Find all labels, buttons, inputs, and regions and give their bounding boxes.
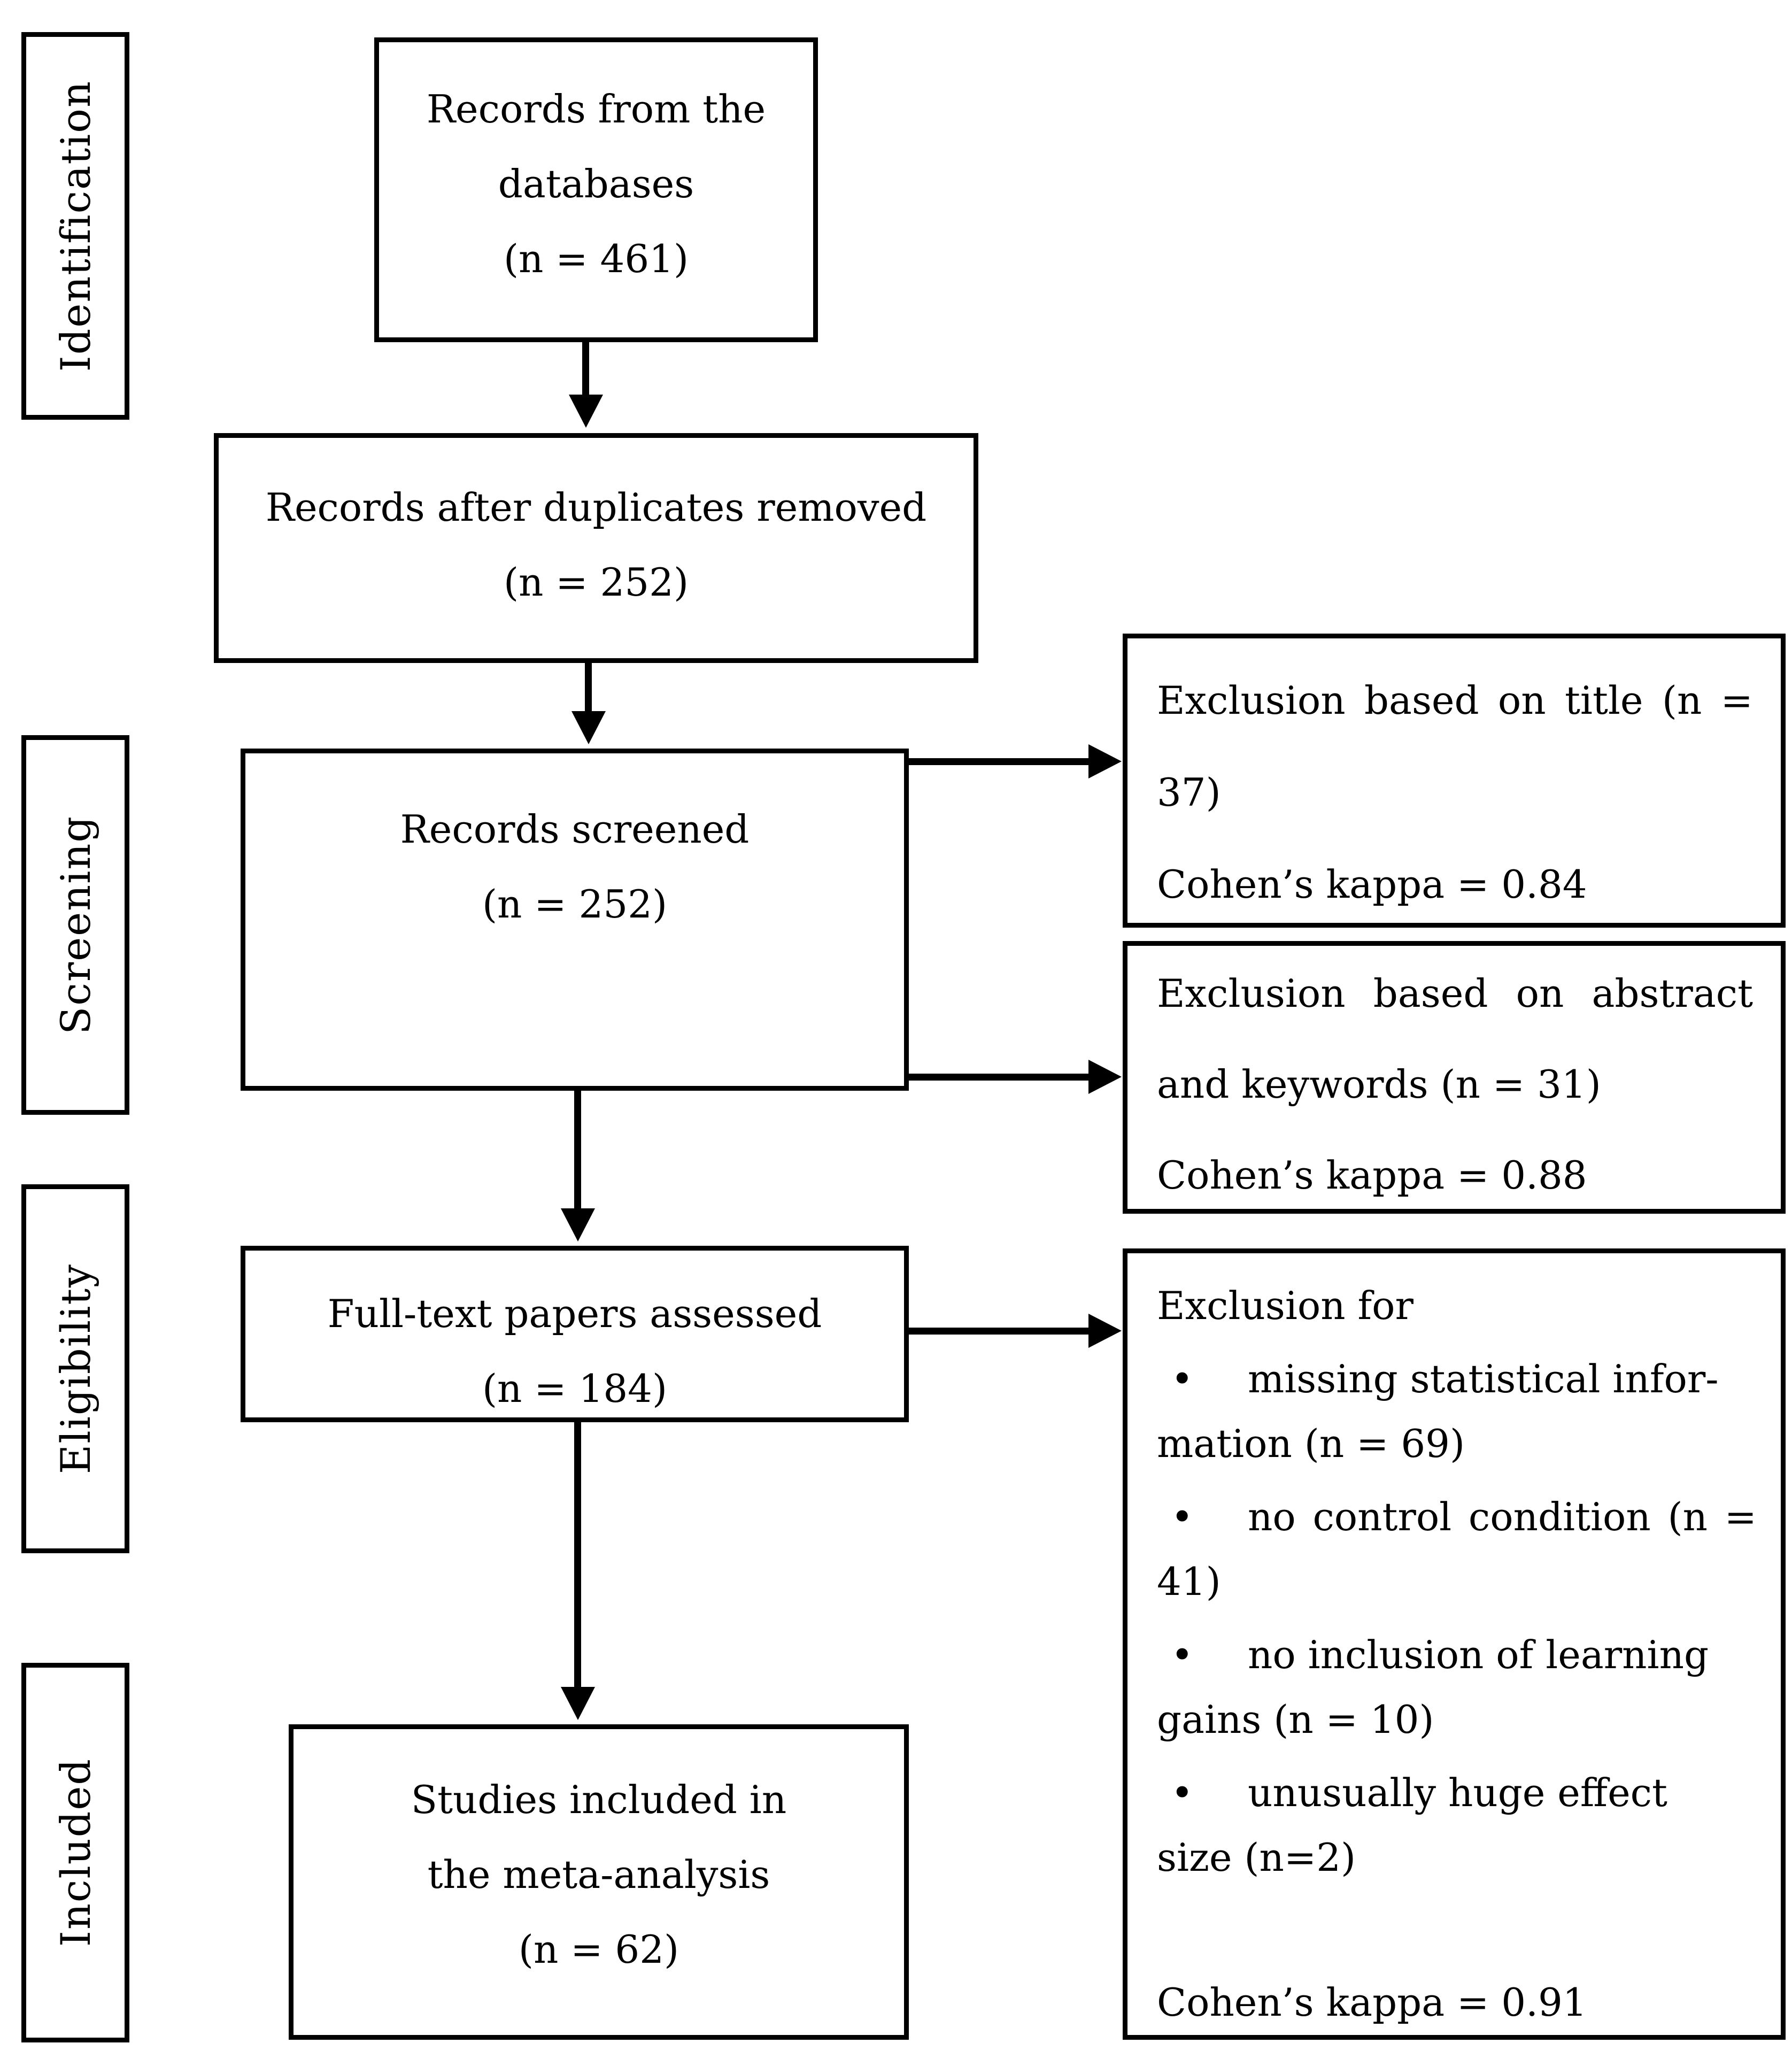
stage-label-identification: Identification bbox=[51, 80, 99, 372]
flow-box-line: Records from the bbox=[426, 87, 766, 132]
stage-box-identification: Identification bbox=[21, 32, 129, 420]
arrow-screened-to-fulltext-stem bbox=[574, 1090, 581, 1210]
exclusion-bullet-item: • missing statistical infor- bbox=[1157, 1347, 1757, 1412]
arrow-right-icon bbox=[1088, 744, 1122, 778]
arrow-down-icon bbox=[571, 711, 606, 744]
exclusion-line: Exclusion based on abstract bbox=[1157, 971, 1753, 1016]
bullet-icon: • bbox=[1171, 1494, 1194, 1539]
arrow-screened-to-exclusion-title-stem bbox=[906, 758, 1091, 765]
bullet-icon: • bbox=[1171, 1632, 1194, 1677]
bullet-text-continuation: mation (n = 69) bbox=[1157, 1421, 1465, 1466]
exclusion-box-full-text: Exclusion for • missing statistical info… bbox=[1123, 1248, 1786, 2040]
arrow-down-icon bbox=[561, 1687, 595, 1720]
arrow-records-to-duplicates-stem bbox=[582, 340, 589, 396]
bullet-text-continuation: gains (n = 10) bbox=[1157, 1697, 1434, 1742]
stage-box-included: Included bbox=[21, 1663, 129, 2042]
flow-box-records-from-databases: Records from the databases (n = 461) bbox=[374, 37, 818, 342]
exclusion-heading: Exclusion for bbox=[1157, 1283, 1413, 1328]
arrow-down-icon bbox=[561, 1208, 595, 1242]
arrow-right-icon bbox=[1088, 1314, 1122, 1348]
flow-box-full-text-papers-assessed: Full-text papers assessed (n = 184) bbox=[241, 1246, 909, 1422]
flow-box-count: (n = 252) bbox=[482, 882, 668, 927]
arrow-screened-to-exclusion-abstract-stem bbox=[906, 1074, 1091, 1081]
arrow-duplicates-to-screened-stem bbox=[585, 662, 592, 713]
stage-label-screening: Screening bbox=[51, 815, 99, 1035]
flow-box-line: databases bbox=[498, 161, 694, 206]
stage-box-eligibility: Eligibility bbox=[21, 1184, 129, 1553]
flow-box-line: Studies included in bbox=[411, 1777, 787, 1822]
flow-box-line: Full-text papers assessed bbox=[327, 1291, 822, 1336]
bullet-text-continuation: size (n=2) bbox=[1157, 1835, 1356, 1880]
arrow-right-icon bbox=[1088, 1060, 1122, 1094]
flow-box-count: (n = 62) bbox=[518, 1927, 679, 1972]
bullet-icon: • bbox=[1171, 1770, 1194, 1815]
exclusion-kappa: Cohen’s kappa = 0.91 bbox=[1157, 1980, 1587, 2025]
arrow-fulltext-to-included-stem bbox=[574, 1421, 581, 1688]
exclusion-bullet-item: • no control condition (n = bbox=[1157, 1485, 1757, 1549]
flow-box-count: (n = 252) bbox=[503, 560, 689, 605]
exclusion-line: and keywords (n = 31) bbox=[1157, 1062, 1601, 1107]
bullet-text: no inclusion of learning bbox=[1248, 1632, 1709, 1677]
exclusion-bullet-item: • unusually huge effect bbox=[1157, 1761, 1757, 1825]
arrow-down-icon bbox=[569, 395, 603, 428]
bullet-text: no control condition (n = bbox=[1248, 1494, 1757, 1539]
stage-label-eligibility: Eligibility bbox=[51, 1263, 99, 1475]
flow-box-line: Records screened bbox=[400, 807, 750, 852]
flow-box-records-screened: Records screened (n = 252) bbox=[241, 749, 909, 1091]
flow-box-count: (n = 184) bbox=[482, 1366, 668, 1411]
exclusion-kappa: Cohen’s kappa = 0.88 bbox=[1157, 1153, 1587, 1198]
exclusion-line: 37) bbox=[1157, 770, 1221, 815]
bullet-text: unusually huge effect bbox=[1248, 1770, 1667, 1815]
flow-box-line: the meta-analysis bbox=[427, 1852, 770, 1897]
flow-box-count: (n = 461) bbox=[503, 236, 689, 281]
arrow-fulltext-to-exclusion-stem bbox=[906, 1328, 1091, 1335]
stage-label-included: Included bbox=[51, 1758, 99, 1947]
exclusion-line: Exclusion based on title (n = bbox=[1157, 678, 1753, 723]
exclusion-bullet-item: • no inclusion of learning bbox=[1157, 1623, 1757, 1687]
bullet-icon: • bbox=[1171, 1356, 1194, 1401]
exclusion-box-abstract-keywords: Exclusion based on abstract and keywords… bbox=[1123, 941, 1786, 1214]
stage-box-screening: Screening bbox=[21, 735, 129, 1115]
bullet-text-continuation: 41) bbox=[1157, 1559, 1221, 1604]
exclusion-kappa: Cohen’s kappa = 0.84 bbox=[1157, 862, 1587, 907]
flow-box-records-after-duplicates-removed: Records after duplicates removed (n = 25… bbox=[214, 433, 978, 663]
bullet-text: missing statistical infor- bbox=[1248, 1356, 1719, 1401]
flow-box-studies-included: Studies included in the meta-analysis (n… bbox=[289, 1724, 909, 2040]
exclusion-box-title: Exclusion based on title (n = 37) Cohen’… bbox=[1123, 634, 1786, 928]
flow-box-line: Records after duplicates removed bbox=[265, 485, 927, 530]
